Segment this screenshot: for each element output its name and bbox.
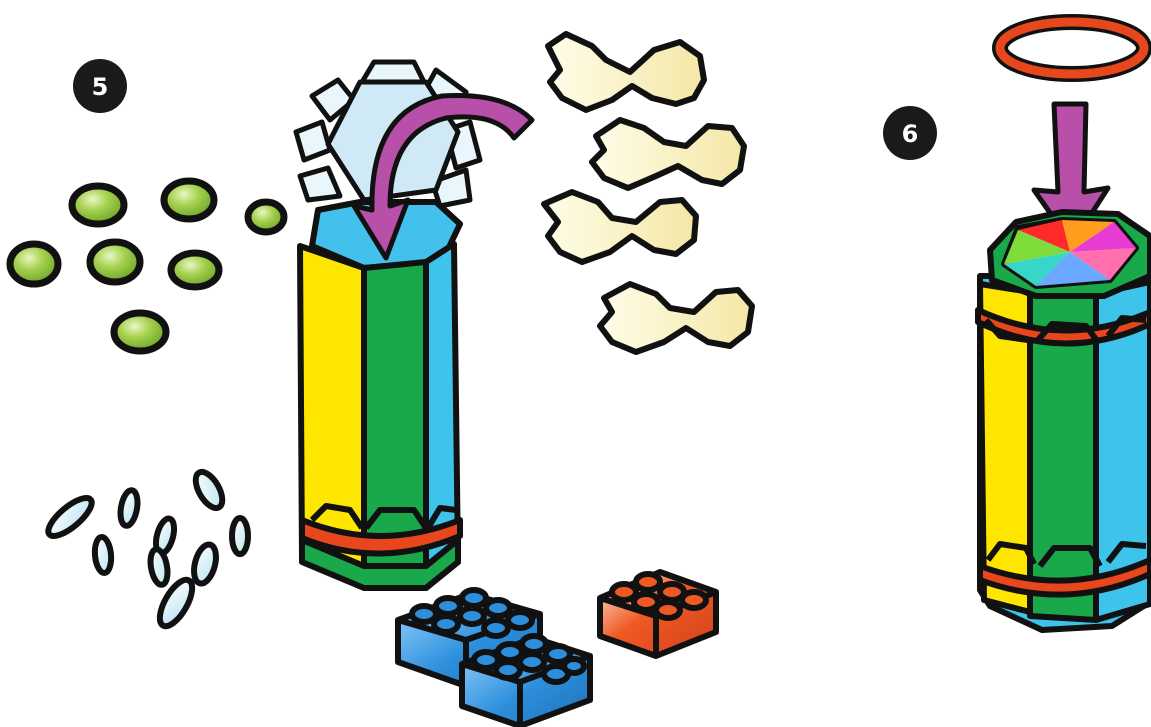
bowtie-pasta-icon: [544, 34, 752, 352]
rice-grains-icon: [43, 468, 248, 631]
tube-step6-icon: [978, 212, 1150, 630]
step-6-number: 6: [902, 120, 919, 148]
step-6-badge-icon: 6: [883, 106, 937, 160]
blue-lego-brick-icon: [398, 590, 590, 726]
rubber-band-icon: [1000, 22, 1144, 74]
step-5-badge-icon: 5: [73, 59, 127, 113]
tube-step5-icon: [300, 202, 460, 588]
green-peas-icon: [10, 181, 284, 351]
orange-lego-brick-icon: [600, 572, 716, 656]
step-5-number: 5: [92, 73, 109, 101]
